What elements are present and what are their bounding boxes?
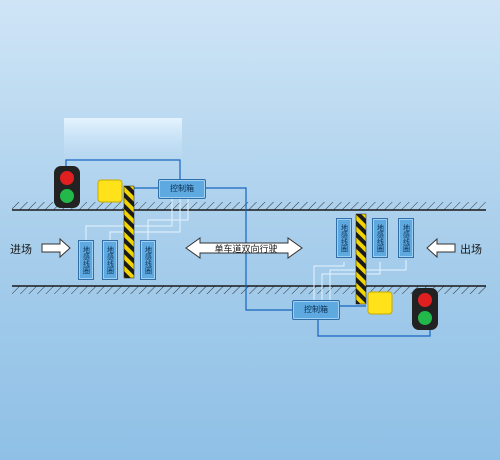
controller-box-right: 控制箱 xyxy=(292,300,340,320)
traffic-light-icon xyxy=(54,166,80,208)
ground-coil-right-1: 地感线圈 xyxy=(336,218,352,258)
right-arrow-icon xyxy=(41,237,71,259)
ground-coil-left-1: 地感线圈 xyxy=(78,240,94,280)
lane-top xyxy=(12,202,486,211)
traffic-light-icon xyxy=(412,288,438,330)
background-glow xyxy=(64,118,182,164)
controller-box-left: 控制箱 xyxy=(158,179,206,199)
road-label: 单车道双向行驶 xyxy=(214,245,278,255)
wiring-light xyxy=(85,196,407,300)
barrier-gate-icon xyxy=(355,213,367,305)
entry-label: 进场 xyxy=(10,243,32,256)
double-arrow-icon xyxy=(185,237,303,259)
barrier-controller-box xyxy=(367,291,393,315)
barrier-gate-icon xyxy=(123,185,135,279)
barrier-controller-box xyxy=(97,179,123,203)
ground-coil-right-2: 地感线圈 xyxy=(372,218,388,258)
left-arrow-icon xyxy=(426,237,456,259)
ground-coil-right-3: 地感线圈 xyxy=(398,218,414,258)
ground-coil-left-2: 地感线圈 xyxy=(102,240,118,280)
ground-coil-left-3: 地感线圈 xyxy=(140,240,156,280)
lane-bottom xyxy=(12,285,486,294)
exit-label: 出场 xyxy=(460,243,482,256)
